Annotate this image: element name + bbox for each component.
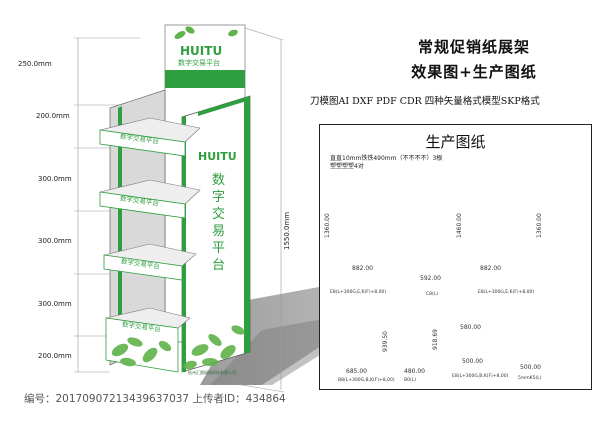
part-c-height: 1360.00 bbox=[536, 213, 543, 238]
left-side-stripe bbox=[118, 106, 122, 362]
dim-200-a: 200.0mm bbox=[36, 112, 70, 120]
part-a-caption: E8(L+300G,E,K(F)+8,00) bbox=[330, 290, 387, 295]
dim-250: 250.0mm bbox=[18, 60, 52, 68]
right-side-edge bbox=[198, 96, 250, 116]
dim-300-a: 300.0mm bbox=[38, 175, 72, 183]
production-panel: 生产图纸 直直10mm铁铁490mm（不不不不）3根 塑塑塑塑4对 bbox=[319, 124, 592, 390]
right-side-edge-left bbox=[182, 116, 186, 372]
shelf-3-front bbox=[103, 254, 183, 281]
part-d-caption: B8(L+300G,B,K(F)+8,00) bbox=[338, 378, 395, 383]
bottom-company-text: 杭州汇图网络科技有限公司 bbox=[188, 370, 236, 375]
watermark-id: 编号：20170907213439637037 上传者ID：434864 bbox=[24, 393, 286, 405]
format-list: 刀模图AI DXF PDF CDR 四种矢量格式模型SKP格式 bbox=[310, 96, 540, 107]
shelf-1-front bbox=[99, 129, 186, 157]
leaf-decoration bbox=[111, 325, 245, 370]
part-e-caption: B0(L) bbox=[404, 378, 416, 383]
part-a-height: 1360.00 bbox=[324, 213, 331, 238]
part-f-caption: E8(L+300G,B,K(F)+8,00) bbox=[452, 374, 509, 379]
part-f-width: 580.00 bbox=[460, 324, 481, 331]
part-b-height: 1460.00 bbox=[456, 213, 463, 238]
part-e-width: 480.00 bbox=[404, 368, 425, 375]
dim-300-b: 300.0mm bbox=[38, 237, 72, 245]
production-note: 直直10mm铁铁490mm（不不不不）3根 塑塑塑塑4对 bbox=[330, 155, 442, 171]
part-c-width: 882.00 bbox=[480, 265, 501, 272]
top-tagline: 数字交易平台 bbox=[178, 59, 220, 67]
part-f-sub: 500.00 bbox=[462, 358, 483, 365]
part-c-caption: E8(L+300G,E,K(F)+8,00) bbox=[478, 290, 535, 295]
side-tagline: 数字交易平台 bbox=[212, 173, 226, 273]
part-b-width: 592.00 bbox=[420, 275, 441, 282]
right-side-edge-right bbox=[244, 96, 250, 354]
main-title: 常规促销纸展架 bbox=[417, 38, 530, 56]
dim-200-b: 200.0mm bbox=[38, 352, 72, 360]
dim-300-c: 300.0mm bbox=[38, 300, 72, 308]
leaf-top bbox=[174, 26, 238, 39]
side-logo: HUITU bbox=[198, 150, 237, 163]
header-band bbox=[165, 70, 245, 88]
note-line-2: 塑塑塑塑4对 bbox=[330, 163, 364, 170]
production-title: 生产图纸 bbox=[425, 133, 486, 151]
part-d-width: 685.00 bbox=[346, 368, 367, 375]
part-e-height: 918.69 bbox=[432, 329, 439, 350]
dimension-lines bbox=[74, 27, 285, 393]
part-a-width: 882.00 bbox=[352, 265, 373, 272]
part-g-caption: 5mmK5(L) bbox=[518, 376, 542, 381]
shelf-2-front bbox=[99, 191, 186, 219]
part-b-caption: C8(L) bbox=[426, 292, 439, 297]
sub-title: 效果图+生产图纸 bbox=[411, 63, 537, 81]
part-d-height: 939.50 bbox=[382, 331, 389, 352]
note-line-1: 直直10mm铁铁490mm（不不不不）3根 bbox=[330, 155, 443, 162]
top-logo: HUITU bbox=[180, 44, 223, 58]
part-g-width: 500.00 bbox=[520, 364, 541, 371]
dim-total: 1550.0mm bbox=[283, 211, 291, 250]
